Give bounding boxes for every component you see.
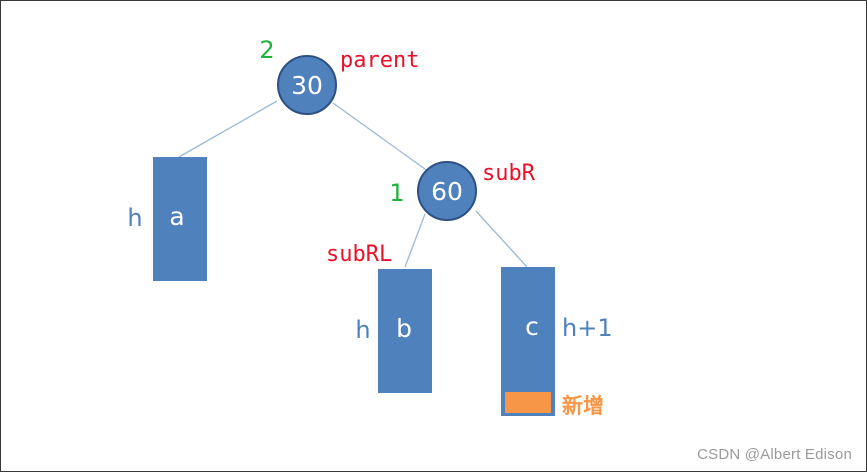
edge-60-to-c — [475, 210, 528, 268]
subtree-c-box — [501, 267, 555, 416]
subtree-b-label: b — [396, 314, 412, 343]
subtree-c-height: h+1 — [562, 314, 613, 342]
node-60-value: 60 — [431, 177, 463, 206]
node-60-circle — [417, 161, 477, 221]
subtree-c-label: c — [525, 312, 539, 341]
subtree-a-label: a — [169, 202, 184, 231]
subtree-b-box — [378, 269, 432, 393]
subtree-b-height: h — [355, 316, 370, 344]
edge-60-to-b — [404, 213, 426, 268]
edge-root-to-a — [178, 100, 278, 158]
node-30-circle — [277, 55, 337, 115]
node-60-balance-factor: 1 — [389, 179, 404, 207]
inserted-node-label: 新增 — [562, 393, 604, 418]
subtree-a-box — [153, 157, 207, 281]
inserted-node-marker — [505, 392, 551, 413]
watermark: CSDN @Albert Edison — [697, 446, 852, 463]
pointer-subRL-label: subRL — [326, 242, 392, 267]
node-30-value: 30 — [291, 71, 323, 100]
pointer-parent-label: parent — [340, 48, 419, 73]
subtree-a-height: h — [127, 204, 142, 232]
node-30-balance-factor: 2 — [259, 36, 274, 64]
pointer-subR-label: subR — [482, 161, 536, 186]
edge-root-to-60 — [332, 102, 430, 173]
